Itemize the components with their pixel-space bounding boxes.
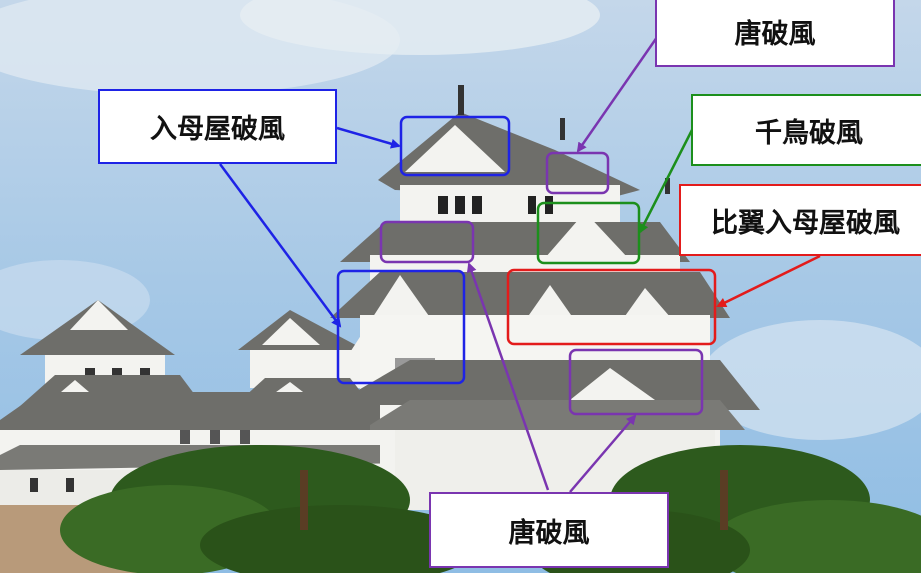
arrow-irimoya-top [336,126,401,149]
arrow-kara-lower [569,414,637,493]
kara-hafu-lower-box [568,348,704,416]
label-irimoya-hafu: 入母屋破風 [98,89,337,164]
arrow-kara-middle [466,262,550,491]
cloud [240,0,600,55]
kara-hafu-top-box [545,151,610,195]
chidori-hafu-box [536,201,641,265]
label-kara-hafu-bottom: 唐破風 [429,492,669,568]
label-kara-hafu-top: 唐破風 [655,0,895,67]
arrow-irimoya-lower [218,163,342,328]
highlight-boxes [336,115,717,416]
label-chidori-hafu: 千鳥破風 [691,94,921,166]
irimoya-hafu-top-box [399,115,511,177]
arrow-chidori [638,129,694,234]
hiyoku-irimoya-hafu-box [506,268,717,346]
label-hiyoku-irimoya-hafu: 比翼入母屋破風 [679,184,921,256]
arrow-hiyoku [716,254,821,308]
kara-hafu-middle-box [379,220,475,264]
annotation-arrows [218,29,821,493]
arrow-kara-top [576,29,664,153]
